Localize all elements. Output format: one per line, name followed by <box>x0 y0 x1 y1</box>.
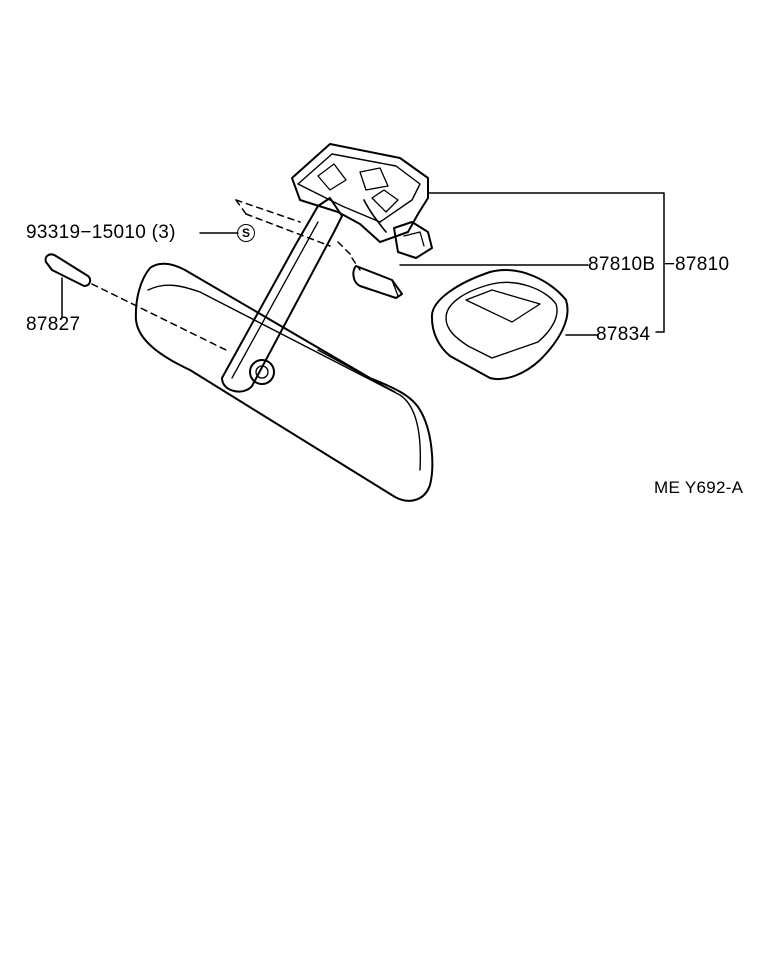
festoon-bulb <box>352 265 403 299</box>
mirror-inner-edge <box>147 284 422 471</box>
mirror-body <box>134 262 434 502</box>
lamp-lens <box>430 269 569 380</box>
label-lamp-dash: − <box>664 254 676 275</box>
label-bolt: 93319−15010 (3) <box>26 222 176 243</box>
bracket-lamp <box>427 192 665 333</box>
label-lamp-sub: 87810B <box>588 254 656 275</box>
mirror-stay <box>221 197 343 393</box>
label-lens: 87834 <box>596 324 651 345</box>
label-bulb: 87827 <box>26 314 81 335</box>
label-lamp-assy: 87810 <box>675 254 730 275</box>
s-symbol-icon: S <box>237 224 255 242</box>
lamp-connector <box>393 221 433 259</box>
diagram-code: ME Y692-A <box>654 478 744 497</box>
stay-pivot <box>249 359 275 385</box>
small-bulb <box>44 253 92 287</box>
